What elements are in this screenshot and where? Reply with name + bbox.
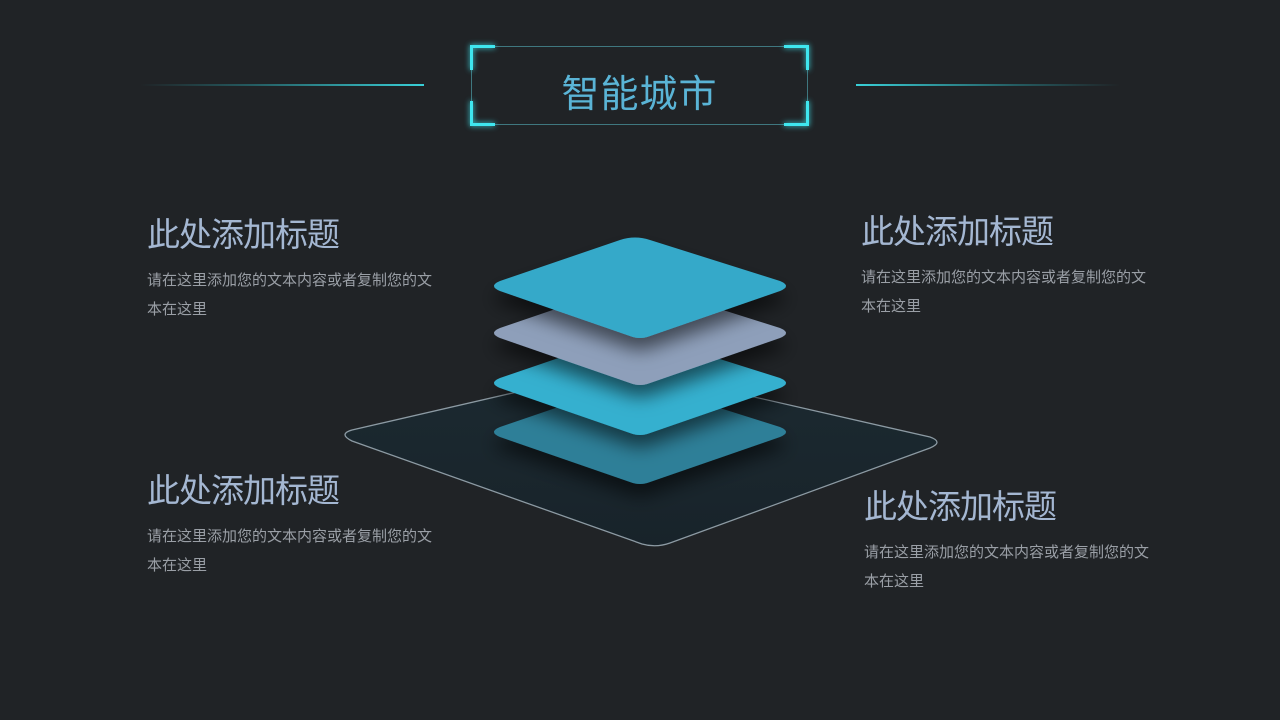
block-body: 请在这里添加您的文本内容或者复制您的文本在这里 [861,268,1147,315]
frame-corner-icon [784,101,809,126]
page-title: 智能城市 [561,72,718,116]
block-heading: 此处添加标题 [147,215,340,254]
frame-corner-icon [784,45,809,70]
title-frame: 智能城市 [470,45,809,126]
block-body: 请在这里添加您的文本内容或者复制您的文本在这里 [147,271,433,318]
header-line-left [140,84,424,86]
block-heading: 此处添加标题 [861,212,1054,251]
layer-top [494,237,786,338]
block-body: 请在这里添加您的文本内容或者复制您的文本在这里 [864,543,1150,590]
header-line-right [856,84,1120,86]
info-block-top-left: 此处添加标题 请在这里添加您的文本内容或者复制您的文本在这里 [147,208,437,324]
info-block-bottom-right: 此处添加标题 请在这里添加您的文本内容或者复制您的文本在这里 [864,480,1154,596]
frame-corner-icon [470,101,495,126]
block-body: 请在这里添加您的文本内容或者复制您的文本在这里 [147,527,433,574]
frame-corner-icon [470,45,495,70]
info-block-bottom-left: 此处添加标题 请在这里添加您的文本内容或者复制您的文本在这里 [147,464,437,580]
block-heading: 此处添加标题 [147,471,340,510]
info-block-top-right: 此处添加标题 请在这里添加您的文本内容或者复制您的文本在这里 [861,205,1151,321]
block-heading: 此处添加标题 [864,487,1057,526]
